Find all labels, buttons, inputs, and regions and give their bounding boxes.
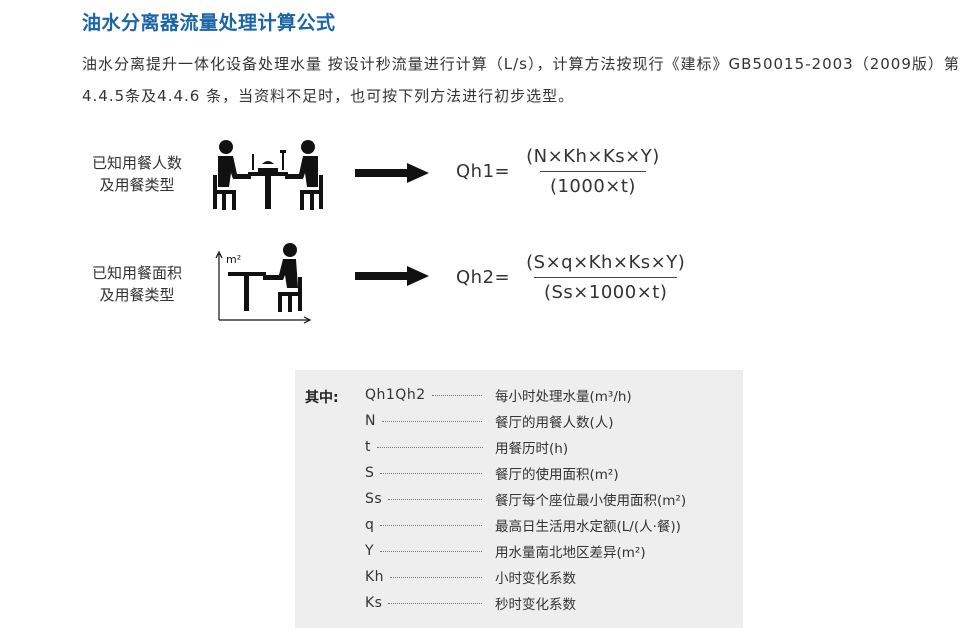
legend-box: 其中: Qh1Qh2 每小时处理水量(m³/h) N 餐厅的用餐人数(人) t … [295,370,743,628]
formula-qh1-fraction: (N×Kh×Ks×Y) (1000×t) [516,146,670,197]
formula-qh2-numerator: (S×q×Kh×Ks×Y) [526,252,686,273]
formula-qh2-fraction: (S×q×Kh×Ks×Y) (Ss×1000×t) [516,252,695,303]
legend-desc: 用水量南北地区差异(m²) [495,545,646,561]
legend-desc: 秒时变化系数 [495,597,576,613]
row2-label-line1: 已知用餐面积 [91,264,182,282]
dining-people-icon [208,138,328,218]
legend-item: Qh1Qh2 每小时处理水量(m³/h) [365,384,737,406]
row1-label-line1: 已知用餐人数 [91,154,182,172]
legend-symbol: Ss [365,491,383,507]
row2-label-line2: 及用餐类型 [99,286,175,304]
legend-leader [380,472,483,474]
row1-label-line2: 及用餐类型 [99,176,175,194]
formula-qh2: Qh2= (S×q×Kh×Ks×Y) (Ss×1000×t) [456,252,695,303]
legend-desc: 小时变化系数 [495,571,576,587]
row1-label: 已知用餐人数 及用餐类型 [82,152,192,196]
formula-qh2-lhs: Qh2= [456,267,511,288]
legend-item: t 用餐历时(h) [365,436,737,458]
legend-symbol: t [365,439,371,455]
legend-item: Ss 餐厅每个座位最小使用面积(m²) [365,488,737,510]
legend-item: Y 用水量南北地区差异(m²) [365,540,737,562]
legend-symbol: Kh [365,569,385,585]
legend-leader [388,602,483,604]
legend-leader [377,446,483,448]
legend-heading: 其中: [305,390,339,406]
legend-desc: 餐厅的用餐人数(人) [495,415,614,431]
legend-leader [431,394,482,396]
legend-leader [381,420,482,422]
page-title: 油水分离器流量处理计算公式 [82,12,336,34]
legend-symbol: N [365,413,376,429]
legend-desc: 用餐历时(h) [495,441,569,457]
legend-symbol: Y [365,543,375,559]
legend-item: Ks 秒时变化系数 [365,592,737,614]
formula-qh1-denominator: (1000×t) [539,171,646,197]
legend-item: S 餐厅的使用面积(m²) [365,462,737,484]
formula-qh1: Qh1= (N×Kh×Ks×Y) (1000×t) [456,146,670,197]
legend-symbol: Qh1Qh2 [365,387,426,403]
legend-desc: 餐厅每个座位最小使用面积(m²) [495,493,687,509]
row2-label: 已知用餐面积 及用餐类型 [82,262,192,306]
formula-qh1-lhs: Qh1= [456,161,511,182]
legend-symbol: q [365,517,375,533]
axis-unit-label: m² [226,253,242,266]
legend-leader [390,576,483,578]
arrow-right-icon [355,163,429,187]
legend-symbol: S [365,465,375,481]
legend-desc: 每小时处理水量(m³/h) [495,389,632,405]
legend-leader [388,498,483,500]
arrow-right-icon [355,266,429,290]
legend-leader [380,524,483,526]
intro-paragraph: 油水分离提升一体化设备处理水量 按设计秒流量进行计算（L/s），计算方法按现行《… [82,55,960,105]
legend-item: q 最高日生活用水定额(L/(人·餐)) [365,514,737,536]
legend-desc: 最高日生活用水定额(L/(人·餐)) [495,519,681,535]
legend-symbol: Ks [365,595,383,611]
legend-leader [380,550,483,552]
legend-item: N 餐厅的用餐人数(人) [365,410,737,432]
legend-item: Kh 小时变化系数 [365,566,737,588]
formula-qh2-denominator: (Ss×1000×t) [533,277,678,303]
dining-area-icon: m² [214,240,314,330]
formula-qh1-numerator: (N×Kh×Ks×Y) [526,146,660,167]
legend-desc: 餐厅的使用面积(m²) [495,467,619,483]
